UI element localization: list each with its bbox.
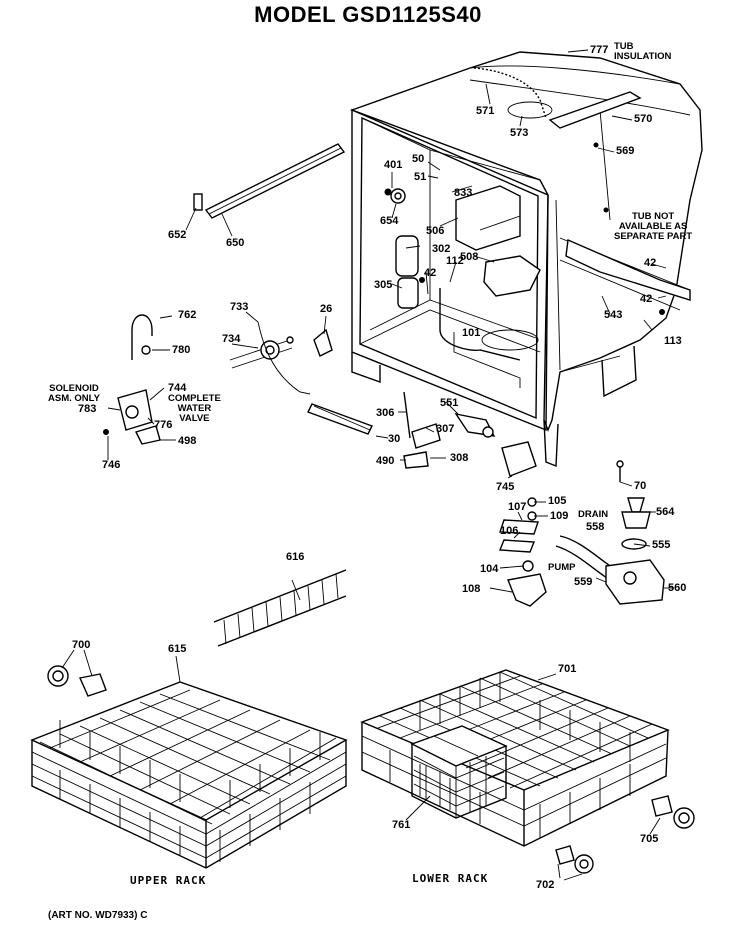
part-label: 308	[450, 452, 469, 464]
part-label: 302	[432, 243, 451, 255]
part-label: 615	[168, 643, 187, 655]
part-label: 559	[574, 576, 593, 588]
upper-rack	[30, 681, 348, 869]
part-label: 555	[652, 539, 671, 551]
part-label: 506	[426, 225, 445, 237]
part-label: 307	[436, 423, 455, 435]
part-label: 104	[480, 563, 499, 575]
art-number: (ART NO. WD7933) C	[48, 910, 148, 921]
part-label: 113	[664, 335, 682, 347]
part-label: 508	[460, 251, 479, 263]
part-label: 105	[548, 495, 567, 507]
part-label: 551	[440, 397, 459, 409]
part-label: 745	[496, 481, 515, 493]
part-label: 101	[462, 327, 481, 339]
part-label: 305	[374, 279, 393, 291]
part-label: 702	[536, 879, 555, 891]
part-label: 558	[586, 521, 605, 533]
part-label: 652	[168, 229, 187, 241]
part-label: 107	[508, 501, 527, 513]
part-label: 30	[388, 433, 401, 445]
upper-rack-caption: UPPER RACK	[130, 874, 207, 887]
part-label: 761	[392, 819, 411, 831]
part-label: 573	[510, 127, 529, 139]
part-label: 42	[644, 257, 657, 269]
part-label: 654	[380, 215, 399, 227]
rack-wheel-700	[47, 665, 107, 697]
part-label: 776	[154, 419, 173, 431]
part-label: 746	[102, 459, 121, 471]
pump-assembly	[498, 460, 665, 607]
part-label: 108	[462, 583, 481, 595]
part-label: 762	[178, 309, 197, 321]
part-label: 780	[172, 344, 191, 356]
part-label: 50	[412, 153, 425, 165]
tine-row-616	[213, 569, 347, 647]
solenoid-note: SOLENOID ASM. ONLY	[48, 383, 100, 404]
rack-wheel-705	[651, 795, 695, 829]
part-label: 51	[414, 171, 427, 183]
part-label: 571	[476, 105, 495, 117]
part-label: 777	[590, 44, 609, 56]
part-label: 401	[384, 159, 403, 171]
part-label: 543	[604, 309, 623, 321]
complete-valve-note: COMPLETE WATER VALVE	[168, 393, 221, 424]
door-spring-assembly	[229, 321, 311, 395]
tub-insulation-note: TUB INSULATION	[614, 41, 672, 62]
part-label: 616	[286, 551, 305, 563]
part-label: 783	[78, 403, 97, 415]
part-label: 570	[634, 113, 653, 125]
rack-wheel-702	[555, 845, 594, 874]
block-745	[501, 441, 537, 477]
dishwasher-tub	[349, 51, 703, 468]
page-title: MODEL GSD1125S40	[254, 2, 482, 27]
part-label: 70	[634, 480, 647, 492]
drain-note: DRAIN	[578, 509, 609, 520]
part-label: 833	[454, 187, 473, 199]
leader-lines	[61, 49, 674, 881]
lower-rack	[360, 669, 670, 847]
water-valve	[103, 389, 161, 445]
part-label: 560	[668, 582, 687, 594]
fill-hose-hook	[131, 314, 153, 360]
pump-note: PUMP	[548, 562, 576, 573]
part-label: 733	[230, 301, 249, 313]
part-label: 112	[446, 255, 464, 267]
part-label: 569	[616, 145, 635, 157]
pump-connector	[454, 412, 496, 438]
door-rail	[193, 143, 346, 219]
part-label: 734	[222, 333, 241, 345]
door-latch-parts	[307, 391, 441, 469]
part-label: 701	[558, 663, 577, 675]
part-label: 705	[640, 833, 659, 845]
tub-not-available-note: TUB NOT AVAILABLE AS SEPARATE PART	[614, 211, 693, 242]
part-label: 490	[376, 455, 395, 467]
part-label: 700	[72, 639, 91, 651]
clip-26	[313, 328, 333, 357]
part-label: 650	[226, 237, 245, 249]
part-label: 42	[424, 267, 437, 279]
part-label: 106	[500, 525, 519, 537]
part-label: 26	[320, 303, 333, 315]
part-label: 109	[550, 510, 569, 522]
part-label: 42	[640, 293, 653, 305]
part-label: 306	[376, 407, 395, 419]
part-label: 564	[656, 506, 675, 518]
part-label: 744	[168, 382, 187, 394]
part-label: 498	[178, 435, 197, 447]
lower-rack-caption: LOWER RACK	[412, 872, 489, 885]
